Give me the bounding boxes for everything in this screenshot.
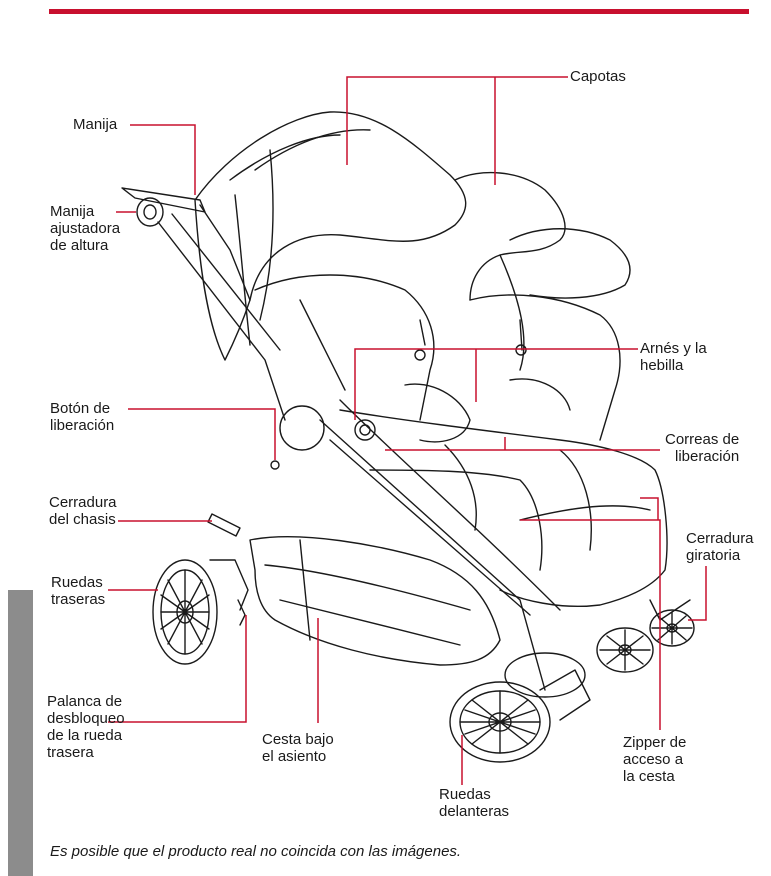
label-manija-ajustadora: Manija ajustadora de altura bbox=[50, 203, 121, 254]
label-ruedas-delanteras: Ruedas delanteras bbox=[439, 786, 510, 820]
label-arnes: Arnés y la hebilla bbox=[640, 340, 707, 374]
callout-lines bbox=[108, 76, 707, 785]
leader-arnes bbox=[354, 348, 638, 420]
label-cerradura-chasis: Cerradura del chasis bbox=[49, 494, 117, 528]
disclaimer-text: Es posible que el producto real no coinc… bbox=[50, 843, 462, 860]
label-capotas: Capotas bbox=[570, 68, 626, 85]
label-cerradura-giratoria: Cerradura giratoria bbox=[686, 530, 754, 564]
side-tab bbox=[8, 590, 33, 876]
label-zipper: Zipper de acceso a la cesta bbox=[623, 734, 687, 785]
leader-giratoria bbox=[688, 566, 707, 621]
label-manija: Manija bbox=[73, 116, 118, 133]
stroller-illustration bbox=[121, 111, 695, 763]
leader-zipper-2 bbox=[640, 497, 659, 520]
leader-zipper bbox=[520, 519, 661, 730]
label-palanca-desbloqueo: Palanca de desbloqueo de la rueda traser… bbox=[47, 693, 125, 761]
label-cesta: Cesta bajo el asiento bbox=[262, 731, 334, 765]
leader-palanca bbox=[108, 615, 247, 723]
leader-manija bbox=[130, 124, 196, 195]
label-ruedas-traseras: Ruedas traseras bbox=[51, 574, 106, 608]
leader-capotas-left bbox=[346, 76, 568, 165]
label-boton-liberacion: Botón de liberación bbox=[50, 400, 115, 434]
header-rule bbox=[49, 9, 749, 14]
label-correas-liberacion: Correas de liberación bbox=[665, 431, 740, 465]
leader-boton bbox=[128, 408, 276, 460]
